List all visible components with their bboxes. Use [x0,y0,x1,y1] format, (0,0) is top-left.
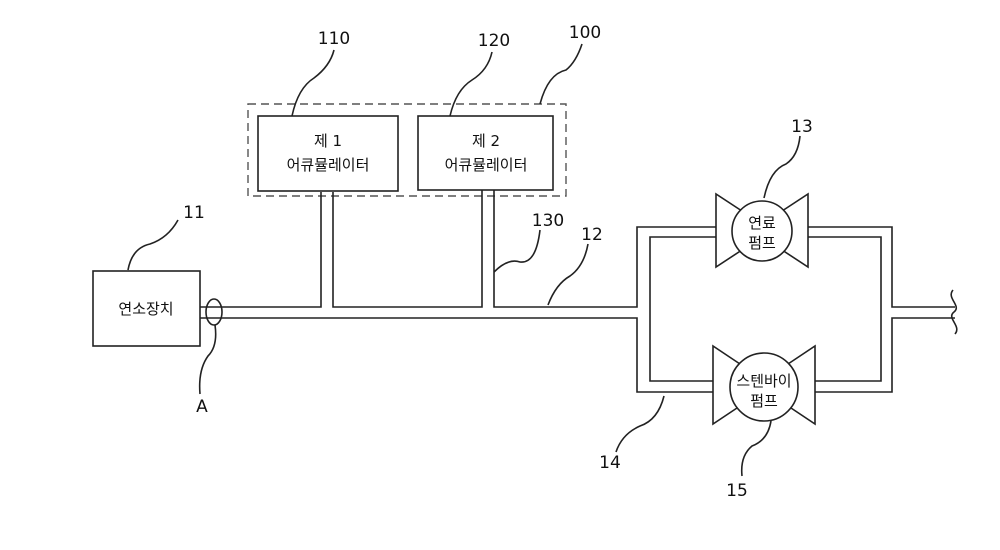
leader-14 [616,396,664,452]
ref-14: 14 [599,453,621,473]
leader-100 [540,44,582,104]
ref-110: 110 [318,29,350,49]
main-pipe-top-wall [200,190,720,307]
ref-13: 13 [791,117,813,137]
second-accumulator-box [418,116,553,190]
leader-120 [450,52,492,116]
second-accumulator-label-line2: 어큐뮬레이터 [445,156,528,174]
fuel-pump-label-line2: 펌프 [748,234,776,252]
main-pipe-bottom-wall [200,318,720,392]
first-accumulator-box [258,116,398,191]
connection-a-marker [206,299,222,325]
leader-130 [494,230,540,272]
pipe-break-mark [951,290,957,334]
leader-110 [292,50,334,116]
leader-13 [764,136,800,198]
first-accumulator-label-line1: 제 1 [314,132,342,150]
main-pipe-inner-loop [650,237,720,381]
second-accumulator-label-line1: 제 2 [472,132,500,150]
leader-12 [548,244,588,305]
ref-a: A [196,397,208,417]
fuel-pump-label-line1: 연료 [748,214,776,232]
discharge-pipe-inner [808,237,881,381]
leader-11 [128,220,178,270]
ref-15: 15 [726,481,748,501]
standby-pump-label-line1: 스텐바이 [736,372,791,390]
ref-120: 120 [478,31,510,51]
ref-12: 12 [581,225,603,245]
ref-11: 11 [183,203,205,223]
combustor-label: 연소장치 [118,300,173,318]
leader-15 [742,421,771,476]
first-accumulator-label-line2: 어큐뮬레이터 [287,156,370,174]
ref-130: 130 [532,211,564,231]
standby-pump-label-line2: 펌프 [750,392,778,410]
ref-100: 100 [569,23,601,43]
leader-a [200,325,216,394]
